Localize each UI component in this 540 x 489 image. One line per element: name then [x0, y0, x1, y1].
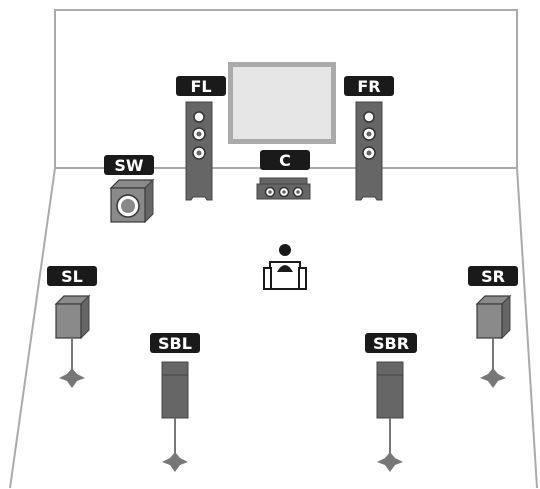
sbr-tower — [376, 361, 404, 419]
sl-side — [80, 294, 90, 340]
speaker-c: C — [256, 150, 311, 200]
speaker-sw: SW — [104, 155, 155, 224]
sl-front — [55, 303, 82, 339]
speaker-fr: FR — [344, 76, 394, 201]
label-fr: FR — [357, 77, 380, 96]
speaker-sbl: SBL — [150, 333, 200, 472]
label-fr-bg — [344, 76, 394, 96]
sr-side — [501, 294, 511, 340]
sw-cone-center — [121, 199, 135, 213]
label-fl-bg — [176, 76, 226, 96]
listener-body — [277, 265, 293, 272]
fl-driver-1 — [193, 111, 205, 123]
sw-side — [144, 178, 154, 224]
c-driver-1-center — [268, 190, 272, 194]
label-sl: SL — [61, 267, 83, 286]
sbr-stand-base — [377, 452, 403, 472]
speaker-sr: SR — [468, 266, 518, 388]
speaker-sl: SL — [47, 266, 97, 388]
fr-driver-3-center — [366, 150, 372, 156]
tv — [228, 62, 336, 144]
label-sl-bg — [47, 266, 97, 286]
speaker-sbr: SBR — [365, 333, 417, 472]
sl-stand-base — [59, 368, 85, 388]
tv-screen — [233, 67, 331, 139]
listener-icon — [263, 244, 307, 290]
label-sr: SR — [481, 267, 505, 286]
sr-stand-base — [480, 368, 506, 388]
label-c-bg — [260, 150, 310, 170]
right-wall-edge — [516, 167, 538, 489]
back-wall — [54, 9, 518, 168]
label-fl: FL — [190, 77, 211, 96]
label-sbr-bg — [365, 333, 417, 353]
listener-head — [279, 244, 291, 256]
fr-driver-2-center — [366, 131, 372, 137]
label-c: C — [279, 151, 291, 170]
label-sbr: SBR — [373, 334, 409, 353]
sr-front — [476, 303, 503, 339]
label-sr-bg — [468, 266, 518, 286]
fr-driver-1 — [363, 111, 375, 123]
label-sw: SW — [114, 156, 144, 175]
c-driver-3-center — [296, 190, 300, 194]
fl-driver-3-center — [196, 150, 202, 156]
sbl-tower — [161, 361, 189, 419]
left-wall-edge — [9, 167, 56, 489]
label-sbl: SBL — [158, 334, 192, 353]
speaker-fl: FL — [176, 76, 226, 201]
fl-driver-2-center — [196, 131, 202, 137]
label-sw-bg — [104, 155, 154, 175]
label-sbl-bg — [150, 333, 200, 353]
c-driver-2-center — [282, 190, 286, 194]
sbl-stand-base — [162, 452, 188, 472]
listener-arm-right — [298, 267, 307, 290]
listener-arm-left — [263, 267, 272, 290]
